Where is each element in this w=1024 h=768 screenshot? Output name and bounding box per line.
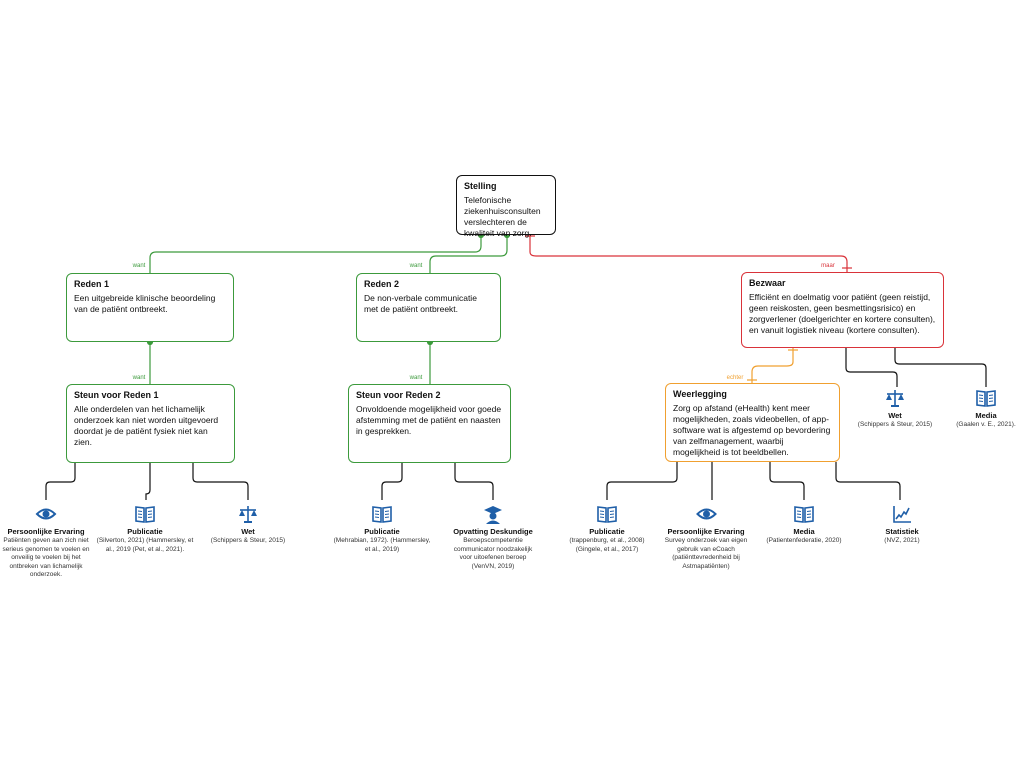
connector-label-because: want: [132, 375, 146, 381]
source-title: Media: [793, 527, 815, 536]
book-icon: [372, 506, 392, 523]
source-law[interactable]: Wet (Schippers & Steur, 2015): [198, 503, 298, 546]
source-media[interactable]: Media (Gaalen v. E., 2021).: [956, 387, 1016, 430]
source-text: (NVZ, 2021): [884, 537, 920, 544]
source-text: (Schippers & Steur, 2015): [210, 537, 286, 544]
source-text: Survey onderzoek van eigen gebruik van e…: [664, 537, 748, 570]
connector-label-because: want: [409, 375, 423, 381]
reason2-title: Reden 2: [364, 279, 400, 289]
support1-title: Steun voor Reden 1: [74, 390, 159, 400]
source-text: Patiënten geven aan zich niet serieus ge…: [2, 537, 90, 578]
objection-node[interactable]: Bezwaar Efficiënt en doelmatig voor pati…: [741, 272, 944, 348]
connector-label-however: echter: [726, 375, 744, 381]
source-text: (Gaalen v. E., 2021).: [956, 421, 1016, 428]
source-title: Opvatting Deskundige: [453, 527, 533, 536]
scales-icon: [885, 389, 905, 408]
rebuttal-text: Zorg op afstand (eHealth) kent meer moge…: [673, 403, 831, 457]
source-publication[interactable]: Publicatie (trappenburg, et al., 2008) (…: [557, 503, 657, 554]
rebuttal-node[interactable]: Weerlegging Zorg op afstand (eHealth) ke…: [665, 383, 840, 462]
source-title: Wet: [888, 411, 902, 420]
book-icon: [597, 506, 617, 523]
reason-node-2[interactable]: Reden 2 De non-verbale communicatie met …: [356, 273, 501, 342]
source-title: Media: [975, 411, 997, 420]
support-node-2[interactable]: Steun voor Reden 2 Onvoldoende mogelijkh…: [348, 384, 511, 463]
source-title: Persoonlijke Ervaring: [667, 527, 745, 536]
source-text: (Patientenfederatie, 2020): [766, 537, 842, 544]
support1-text: Alle onderdelen van het lichamelijk onde…: [74, 404, 219, 447]
chart-icon: [893, 505, 912, 523]
source-personal-experience[interactable]: Persoonlijke Ervaring Survey onderzoek v…: [664, 503, 749, 571]
reason-node-1[interactable]: Reden 1 Een uitgebreide klinische beoord…: [66, 273, 234, 342]
objection-text: Efficiënt en doelmatig voor patiënt (gee…: [749, 292, 936, 335]
source-title: Persoonlijke Ervaring: [7, 527, 85, 536]
eye-icon: [696, 508, 716, 520]
connector-label-but: maar: [821, 263, 835, 269]
source-text: (Silverton, 2021) (Hammersley, et al., 2…: [96, 537, 194, 553]
source-law[interactable]: Wet (Schippers & Steur, 2015): [845, 387, 945, 430]
source-text: (Mehrabian, 1972). (Hammersley, et al., …: [333, 537, 431, 553]
source-title: Statistiek: [885, 527, 919, 536]
source-text: (trappenburg, et al., 2008) (Gingele, et…: [569, 537, 645, 553]
source-expert-opinion[interactable]: Opvatting Deskundige Beroepscompetentie …: [453, 503, 533, 571]
source-text: Beroepscompetentie communicator noodzake…: [453, 537, 533, 570]
source-statistics[interactable]: Statistiek (NVZ, 2021): [852, 503, 952, 546]
reason2-text: De non-verbale communicatie met de patië…: [364, 293, 477, 314]
connector-label-because: want: [409, 263, 423, 269]
reason1-title: Reden 1: [74, 279, 110, 289]
connector-claim-objection: [529, 233, 848, 273]
claim-text: Telefonische ziekenhuisconsulten verslec…: [464, 195, 541, 238]
graduate-icon: [484, 506, 502, 524]
support-node-1[interactable]: Steun voor Reden 1 Alle onderdelen van h…: [66, 384, 235, 463]
scales-icon: [238, 505, 258, 524]
connector-claim-reason1: [149, 233, 482, 273]
source-title: Publicatie: [364, 527, 400, 536]
source-publication[interactable]: Publicatie (Silverton, 2021) (Hammersley…: [95, 503, 195, 554]
connector-claim-reason2: [429, 233, 508, 273]
book-icon: [135, 506, 155, 523]
support2-text: Onvoldoende mogelijkheid voor goede afst…: [356, 404, 502, 436]
book-icon: [794, 506, 814, 523]
objection-title: Bezwaar: [749, 278, 786, 288]
claim-title: Stelling: [464, 181, 497, 191]
source-title: Publicatie: [127, 527, 163, 536]
connector-label-because: want: [132, 263, 146, 269]
book-icon: [976, 390, 996, 407]
eye-icon: [36, 508, 56, 520]
connector-objection-rebuttal: [751, 346, 794, 385]
source-personal-experience[interactable]: Persoonlijke Ervaring Patiënten geven aa…: [0, 503, 96, 580]
support2-title: Steun voor Reden 2: [356, 390, 441, 400]
rebuttal-title: Weerlegging: [673, 389, 727, 399]
source-text: (Schippers & Steur, 2015): [857, 421, 933, 428]
source-media[interactable]: Media (Patientenfederatie, 2020): [754, 503, 854, 546]
source-publication[interactable]: Publicatie (Mehrabian, 1972). (Hammersle…: [332, 503, 432, 554]
source-title: Publicatie: [589, 527, 625, 536]
reason1-text: Een uitgebreide klinische beoordeling va…: [74, 293, 216, 314]
claim-node[interactable]: Stelling Telefonische ziekenhuisconsulte…: [456, 175, 556, 238]
source-title: Wet: [241, 527, 255, 536]
